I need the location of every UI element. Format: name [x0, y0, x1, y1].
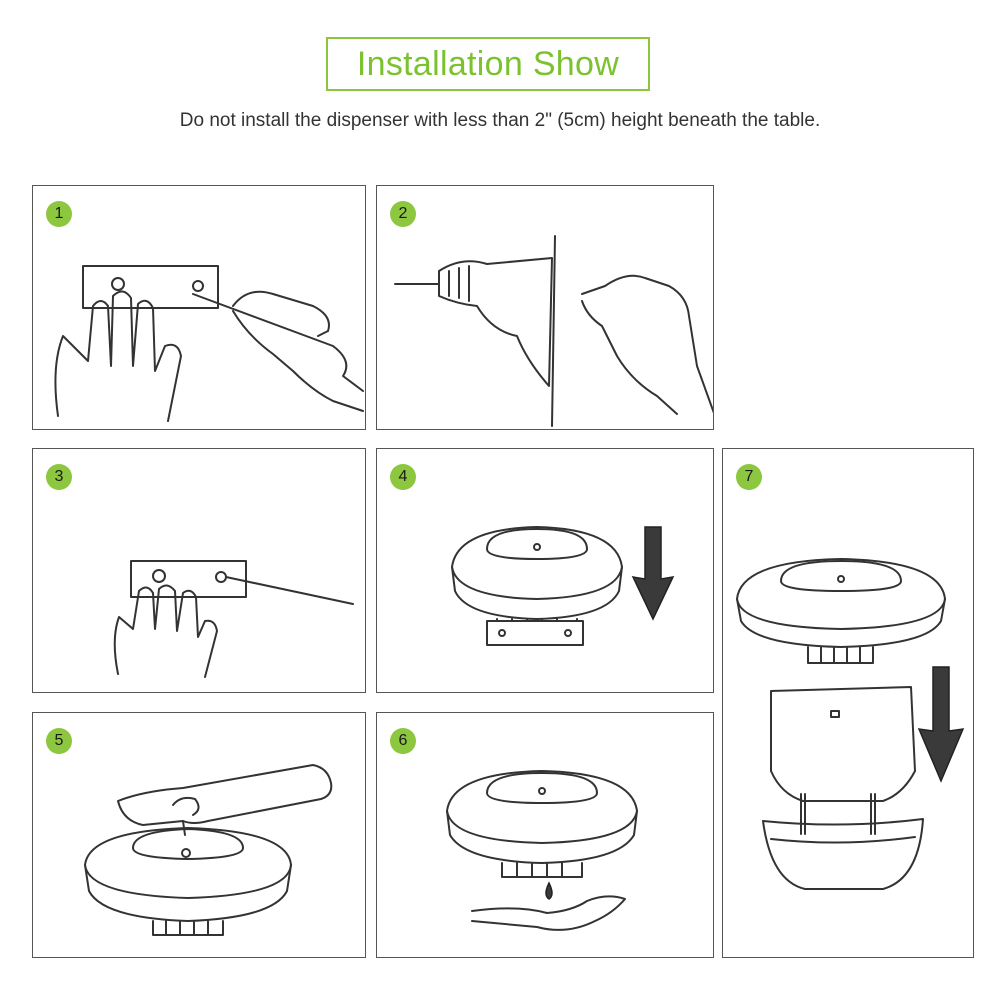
step-7-illustration [736, 558, 965, 890]
step-4-badge: 4 [390, 464, 416, 490]
step-3-illustration [113, 560, 354, 678]
step-7-panel: 7 [722, 448, 974, 958]
title-box: Installation Show [326, 37, 650, 91]
page-title: Installation Show [356, 44, 620, 83]
step-5-badge: 5 [46, 728, 72, 754]
step-7-badge: 7 [736, 464, 762, 490]
step-2-illustration [394, 235, 713, 427]
step-4-illustration [451, 526, 675, 646]
step-3-badge: 3 [46, 464, 72, 490]
step-2-panel: 2 [376, 185, 714, 430]
step-6-panel: 6 [376, 712, 714, 958]
step-6-badge: 6 [390, 728, 416, 754]
step-1-illustration [54, 265, 364, 422]
step-4-panel: 4 [376, 448, 714, 693]
step-5-illustration [84, 764, 333, 936]
step-1-badge: 1 [46, 201, 72, 227]
installation-note: Do not install the dispenser with less t… [179, 110, 821, 131]
step-3-panel: 3 [32, 448, 366, 693]
step-2-badge: 2 [390, 201, 416, 227]
step-1-panel: 1 [32, 185, 366, 430]
step-6-illustration [446, 770, 638, 931]
step-5-panel: 5 [32, 712, 366, 958]
